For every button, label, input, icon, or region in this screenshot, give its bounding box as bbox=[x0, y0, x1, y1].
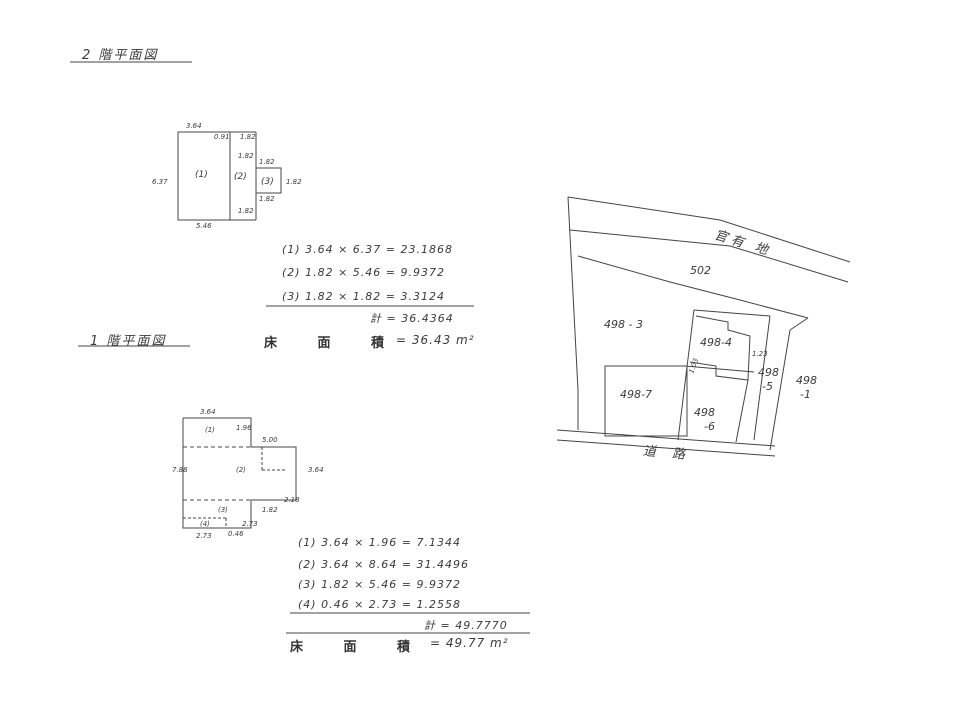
parcel-502: 502 bbox=[690, 264, 711, 277]
floor1-dim-196: 1.96 bbox=[236, 424, 252, 432]
floor2-dim-182d: 1.82 bbox=[286, 178, 302, 186]
floor2-dim-091: 0.91 bbox=[214, 133, 230, 141]
parcel-498-7: 498-7 bbox=[620, 388, 652, 401]
site-map bbox=[556, 196, 851, 457]
floor2-dim-182e: 1.82 bbox=[259, 195, 275, 203]
parcel-498-1-a: 498 bbox=[796, 374, 817, 387]
floor2-title: 2 階平面図 bbox=[82, 48, 159, 63]
floor1-dim-273b: 2.73 bbox=[196, 532, 212, 540]
floor1-dim-top: 3.64 bbox=[200, 408, 216, 416]
floor1-room-2: (2) bbox=[236, 466, 246, 474]
floor2-calc-1: (1) 3.64 × 6.37 = 23.1868 bbox=[282, 243, 453, 256]
floor2-dim-182c: 1.82 bbox=[259, 158, 275, 166]
parcel-498-5-a: 498 bbox=[758, 366, 779, 379]
parcel-498-6-b: -6 bbox=[704, 420, 715, 433]
site-road: 道 路 bbox=[642, 443, 692, 464]
floor2-dim-182a: 1.82 bbox=[240, 133, 256, 141]
floor1-dim-218: 2.18 bbox=[284, 496, 300, 504]
floor2-plan bbox=[177, 131, 282, 221]
floor1-calc-1: (1) 3.64 × 1.96 = 7.1344 bbox=[298, 536, 461, 549]
floor2-dim-top: 3.64 bbox=[186, 122, 202, 130]
parcel-498-3: 498 - 3 bbox=[604, 318, 643, 331]
floor1-dim-182: 1.82 bbox=[262, 506, 278, 514]
parcel-498-1-b: -1 bbox=[800, 388, 811, 401]
parcel-498-6-a: 498 bbox=[694, 406, 715, 419]
floor1-dim-273a: 2.73 bbox=[242, 520, 258, 528]
floor1-calc-2: (2) 3.64 × 8.64 = 31.4496 bbox=[298, 558, 469, 571]
floor2-calc-3: (3) 1.82 × 1.82 = 3.3124 bbox=[282, 290, 445, 303]
site-small-dim-1: 1.23 bbox=[752, 350, 768, 358]
floor1-room-3: (3) bbox=[218, 506, 228, 514]
floor2-dim-182f: 1.82 bbox=[238, 207, 254, 215]
floor1-room-4: (4) bbox=[200, 520, 210, 528]
floor1-total: 計 = 49.7770 bbox=[424, 619, 508, 632]
floor2-dim-bottom: 5.46 bbox=[196, 222, 212, 230]
floor1-dim-right: 3.64 bbox=[308, 466, 324, 474]
parcel-498-4: 498-4 bbox=[700, 336, 732, 349]
floor2-area-label: 床 面 積 bbox=[264, 336, 403, 351]
floor2-room-2: (2) bbox=[234, 172, 247, 182]
floor2-room-3: (3) bbox=[261, 177, 274, 187]
floor1-room-1: (1) bbox=[205, 426, 215, 434]
floor2-room-1: (1) bbox=[195, 170, 208, 180]
floor1-calc-4: (4) 0.46 × 2.73 = 1.2558 bbox=[298, 598, 461, 611]
floor1-dim-046: 0.46 bbox=[228, 530, 244, 538]
floor1-area-value: = 49.77 m² bbox=[430, 636, 509, 650]
floor2-dim-182b: 1.82 bbox=[238, 152, 254, 160]
floor1-title: 1 階平面図 bbox=[90, 334, 167, 349]
parcel-498-5-b: -5 bbox=[762, 380, 773, 393]
floor2-area-value: = 36.43 m² bbox=[396, 333, 475, 347]
floor1-plan bbox=[182, 417, 297, 529]
floor1-area-label: 床 面 積 bbox=[290, 640, 429, 655]
floor2-total: 計 = 36.4364 bbox=[370, 312, 454, 325]
floor1-dim-left: 7.88 bbox=[172, 466, 188, 474]
floor1-calc-3: (3) 1.82 × 5.46 = 9.9372 bbox=[298, 578, 461, 591]
floor2-dim-left: 6.37 bbox=[152, 178, 168, 186]
floor2-calc-2: (2) 1.82 × 5.46 = 9.9372 bbox=[282, 266, 445, 279]
floor1-dim-500: 5.00 bbox=[262, 436, 278, 444]
